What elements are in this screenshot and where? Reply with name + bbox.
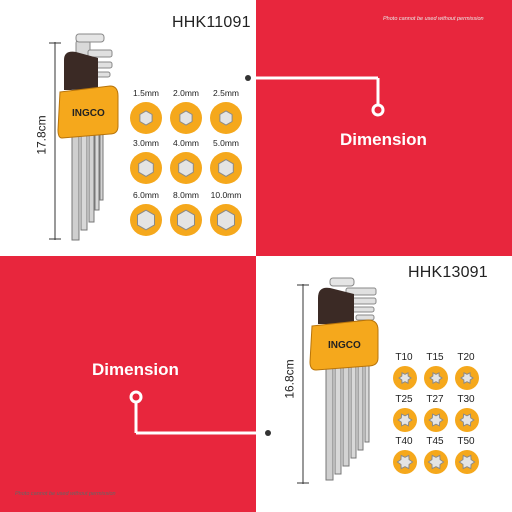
bottom-size-label: T50 [457,436,475,447]
bottom-brand-logo: INGCO [328,340,361,351]
torx-end-icon [455,408,479,432]
torx-end-icon [393,408,417,432]
panel-bottom-left [0,256,256,512]
bottom-size-label: T20 [457,352,475,363]
bottom-size-label: T30 [457,394,475,405]
hex-end-icon [130,102,162,134]
top-size-label: 2.0mm [173,88,199,98]
top-size-label: 6.0mm [133,190,159,200]
top-permission-notice: Photo cannot be used without permission [383,16,484,22]
bottom-size-label: T45 [426,436,444,447]
bottom-size-label: T10 [395,352,413,363]
top-model-number: HHK11091 [172,14,251,31]
torx-end-icon [424,366,448,390]
bottom-size-label: T40 [395,436,413,447]
top-height-dimension-line [49,42,61,240]
top-size-label: 5.0mm [213,138,239,148]
torx-end-icon [424,408,448,432]
hex-end-icon [170,152,202,184]
top-size-label: 3.0mm [133,138,159,148]
bottom-callout-connector [129,390,271,436]
bottom-permission-notice: Photo cannot be used without permission [15,491,116,497]
torx-end-icon [393,366,417,390]
bottom-size-label: T15 [426,352,444,363]
top-dimension-callout: Dimension [340,130,427,149]
top-size-label: 4.0mm [173,138,199,148]
hex-end-icon [210,102,242,134]
top-size-label: 2.5mm [213,88,239,98]
top-size-label: 10.0mm [210,190,242,200]
hex-end-icon [210,204,242,236]
bottom-height-label: 16.8cm [282,359,297,399]
bottom-dimension-callout: Dimension [92,360,179,379]
bottom-torx-key-set-image: INGCO [309,277,379,481]
panel-top-right [256,0,512,256]
hex-end-icon [170,204,202,236]
hex-end-icon [130,204,162,236]
torx-end-icon [455,450,479,474]
torx-end-icon [455,366,479,390]
bottom-height-dimension-line [297,284,309,484]
bottom-model-number: HHK13091 [408,264,488,281]
hex-end-icon [130,152,162,184]
torx-end-icon [393,450,417,474]
hex-end-icon [210,152,242,184]
bottom-size-label: T25 [395,394,413,405]
top-size-label: 8.0mm [173,190,199,200]
hex-end-icon [170,102,202,134]
top-hex-key-set-image: INGCO [57,33,119,241]
top-height-label: 17.8cm [34,115,49,155]
top-brand-logo: INGCO [72,108,105,119]
torx-end-icon [424,450,448,474]
top-size-label: 1.5mm [133,88,159,98]
top-callout-connector [245,75,385,117]
bottom-size-label: T27 [426,394,444,405]
